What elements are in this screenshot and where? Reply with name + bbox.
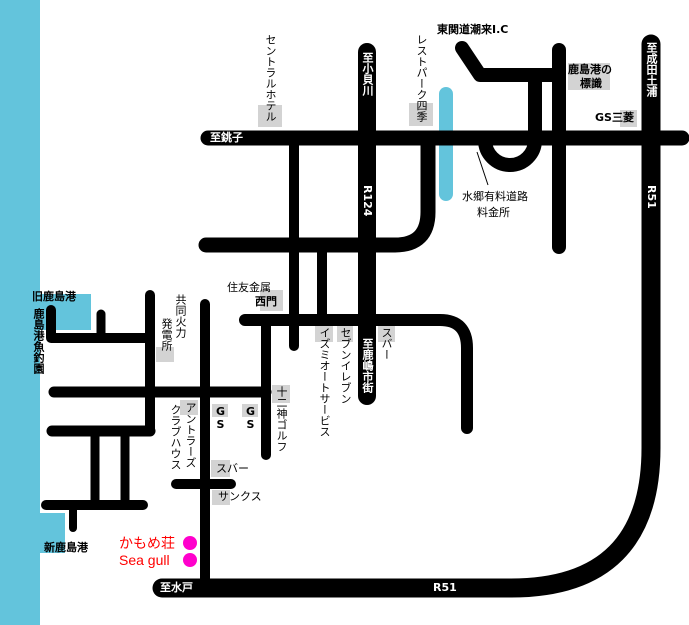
label-gs-1: GS <box>214 405 227 431</box>
road-ic-loop <box>478 71 542 172</box>
label-rest-park: レストパーク四季 <box>415 34 428 122</box>
label-itako-ic: 東関道潮来I.C <box>437 23 509 36</box>
label-port-sign-2: 標識 <box>580 77 602 90</box>
sea <box>0 0 40 625</box>
road-rest-park <box>198 130 436 253</box>
road-label-mito: 至水戸 <box>160 581 193 594</box>
label-izumi-auto: イズミオートサービス <box>318 327 331 437</box>
label-toll-1: 水郷有料道路 <box>462 190 528 203</box>
label-gs-2: GS <box>244 405 257 431</box>
label-box <box>315 326 333 342</box>
label-juni-golf: 十二神ゴルフ <box>275 386 288 452</box>
road-sumitomo <box>239 314 473 434</box>
label-box <box>211 460 230 477</box>
label-seven-eleven: セブンイレブン <box>339 327 352 404</box>
road-label-narita: 至成田土浦 <box>645 42 658 97</box>
hotel-name-ja: かもめ荘 <box>119 535 175 551</box>
label-box <box>378 326 395 342</box>
label-sumitomo-1: 住友金属 <box>227 281 271 294</box>
label-box <box>212 490 230 505</box>
label-box <box>272 385 290 403</box>
label-box <box>212 404 228 417</box>
label-new-port: 新鹿島港 <box>44 541 88 554</box>
label-box <box>258 105 282 127</box>
road-ic <box>455 41 566 82</box>
road-label-choshi: 至銚子 <box>210 131 243 144</box>
label-box <box>337 326 353 342</box>
hotel-name-en: Sea gull <box>119 552 170 568</box>
road-old-port <box>46 305 155 343</box>
new-port-water <box>39 513 65 553</box>
hotel-marker-icon <box>183 536 197 550</box>
label-antlers: アントラーズ <box>184 402 197 468</box>
label-box <box>409 103 433 126</box>
label-central-hotel: セントラルホテル <box>264 34 277 122</box>
road-label-kashima-city: 至鹿嶋市街 <box>361 338 374 393</box>
label-power-plant: 発電所 <box>160 318 173 351</box>
label-subaru-east: スバー <box>380 327 393 360</box>
label-box <box>180 400 198 415</box>
label-box <box>156 347 174 362</box>
label-gs-mitsubishi: GS三菱 <box>595 111 634 124</box>
label-sunkus: サンクス <box>218 490 262 503</box>
road-label-r51-east: R51 <box>645 185 658 209</box>
road-label-kogaigawa: 至小貝川 <box>361 52 374 96</box>
label-old-port: 旧鹿島港 <box>32 290 76 303</box>
label-box <box>620 110 637 127</box>
label-clubhouse: クラブハウス <box>169 404 182 470</box>
road-label-r51-south: R51 <box>433 581 457 594</box>
label-toll-2: 料金所 <box>477 206 510 219</box>
label-fishing-park: 鹿島港魚釣園 <box>32 308 45 374</box>
label-box <box>260 290 283 311</box>
label-box <box>568 63 610 90</box>
label-port-sign-1: 鹿島港の <box>568 63 612 76</box>
hotel-marker-icon <box>183 553 197 567</box>
road-r51 <box>152 34 661 598</box>
label-kyodo-karyoku: 共同火力 <box>174 294 187 338</box>
label-sumitomo-2: 西門 <box>255 295 277 308</box>
label-box <box>242 404 258 417</box>
road-label-r124: R124 <box>361 185 374 217</box>
label-subaru-west: スバー <box>216 462 249 475</box>
toll-pointer <box>476 151 489 186</box>
